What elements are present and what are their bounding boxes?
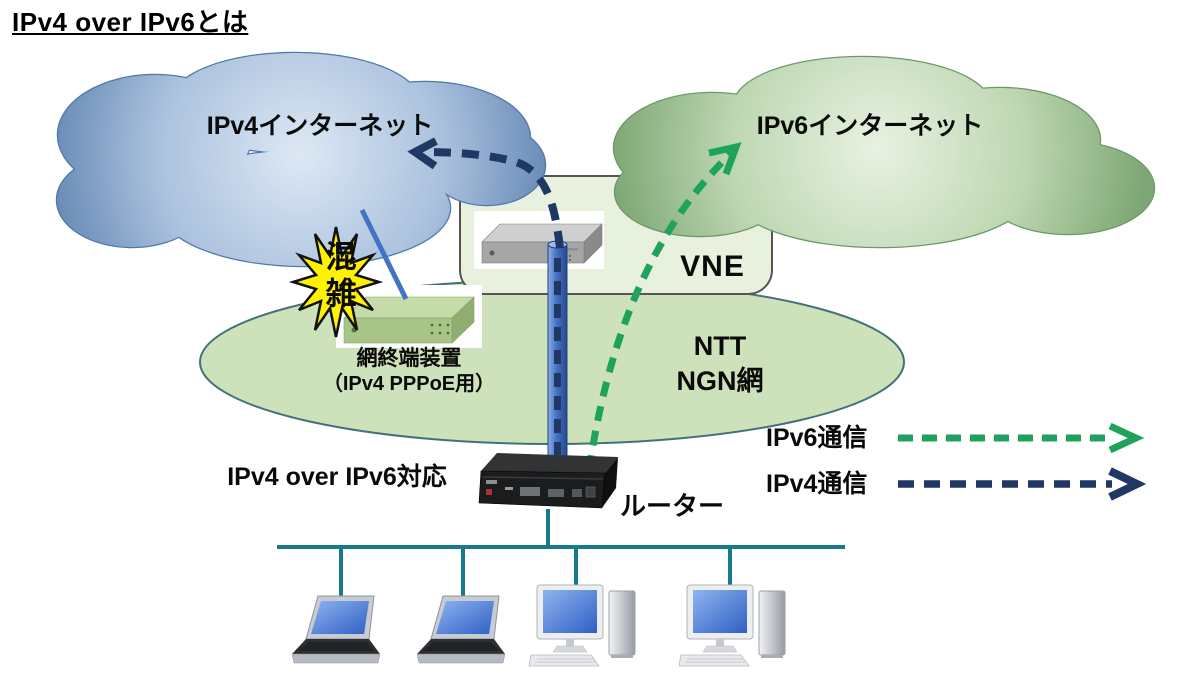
page-title: IPv4 over IPv6とは xyxy=(12,7,249,37)
desktop-icon xyxy=(678,584,786,667)
legend-ipv4-label: IPv4通信 xyxy=(766,470,868,498)
laptop-icon xyxy=(416,595,506,664)
ipv4-arrowhead-icon xyxy=(407,137,438,170)
ipv6-arrowhead-icon xyxy=(708,142,742,176)
ipv4-cloud-label: IPv4インターネット xyxy=(206,112,434,140)
laptop-icon xyxy=(291,595,381,664)
lan-lines xyxy=(277,509,845,596)
congestion-link-line xyxy=(359,208,409,301)
router-caption: IPv4 over IPv6対応 xyxy=(227,463,447,491)
terminator-device-icon xyxy=(336,285,482,348)
vne-server-icon xyxy=(474,211,604,269)
legend-ipv6-arrow xyxy=(898,422,1145,454)
tunnel-tube xyxy=(547,240,568,473)
ipv4-cloud-icon xyxy=(55,51,547,268)
terminator-label: 網終端装置 xyxy=(356,347,462,370)
router-label: ルーター xyxy=(620,491,725,521)
ipv6-cloud-icon xyxy=(612,55,1156,249)
terminator-sublabel: （IPv4 PPPoE用） xyxy=(322,373,496,395)
legend-ipv4-arrow xyxy=(898,467,1147,501)
ipv4-dash-curve xyxy=(407,137,564,249)
desktop-icon xyxy=(528,584,636,667)
ngn-label-line2: NGN網 xyxy=(676,366,764,396)
ngn-label-line1: NTT xyxy=(693,331,747,361)
legend-ipv6-label: IPv6通信 xyxy=(766,424,868,452)
ipv6-dash-curve xyxy=(585,142,742,471)
ipv6-cloud-label: IPv6インターネット xyxy=(756,112,984,140)
congestion-starburst-icon xyxy=(288,226,384,338)
vne-label: VNE xyxy=(680,250,745,283)
router-device-icon xyxy=(478,453,618,509)
congestion-label: 混雑 xyxy=(320,240,356,314)
